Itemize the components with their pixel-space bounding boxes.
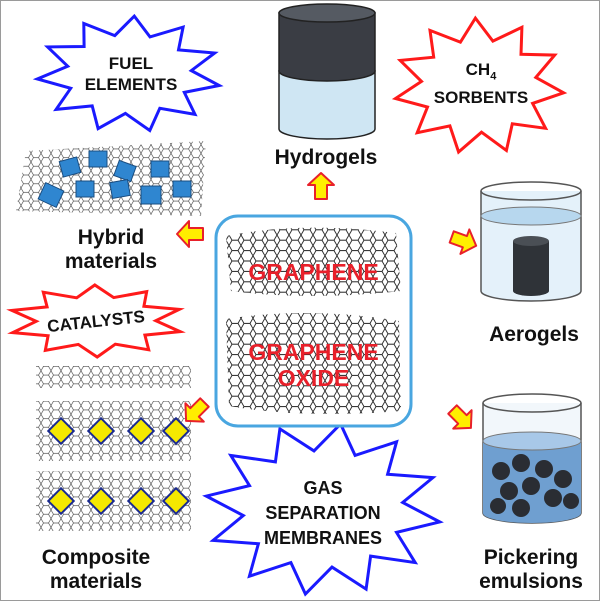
arrow-to-hybrid [176,220,204,248]
ch4-formula: CH [465,60,491,79]
aerogel-beaker [480,181,582,302]
gas-separation-label: GAS SEPARATION MEMBRANES [263,478,382,548]
ch4-subscript: 4 [490,70,497,83]
composite-node [86,486,116,516]
sorbents-text: SORBENTS [433,88,529,108]
graphene-oxide-sheet [226,312,401,415]
composite-node [86,416,116,446]
ch4-sorbents-label: CH4 SORBENTS [426,59,536,108]
catalysts-star [6,283,186,359]
arrow-to-pickering [447,404,473,430]
composite-node [161,416,191,446]
fuel-elements-star [32,13,224,133]
pickering-emulsions-label: Pickering emulsions [479,546,583,593]
hydrogels-label: Hydrogels [274,146,378,169]
arrow-to-hydrogels [307,172,335,200]
graphene-label: GRAPHENE [248,259,379,285]
composite-material-layers [36,366,191,531]
gas-separation-star [202,421,444,597]
hybrid-materials-label: Hybrid materials [64,226,158,273]
arrow-to-aerogels [448,228,478,255]
arrow-to-composite [184,397,210,423]
aerogels-label: Aerogels [489,323,579,346]
graphene-sheet [226,227,401,296]
ch4-sorbents-star [391,15,568,155]
fuel-elements-label: FUEL ELEMENTS [84,54,178,94]
graphene-oxide-label: GRAPHENE OXIDE [248,339,379,391]
composite-node [126,486,156,516]
composite-node [126,416,156,446]
hybrid-material-sheet [16,141,206,216]
hybrid-cubes [37,150,192,209]
composite-node [161,486,191,516]
composite-materials-label: Composite materials [41,546,151,593]
hydrogel-cylinder [278,3,376,140]
pickering-beaker [482,393,582,524]
composite-node [46,486,76,516]
composite-node [46,416,76,446]
